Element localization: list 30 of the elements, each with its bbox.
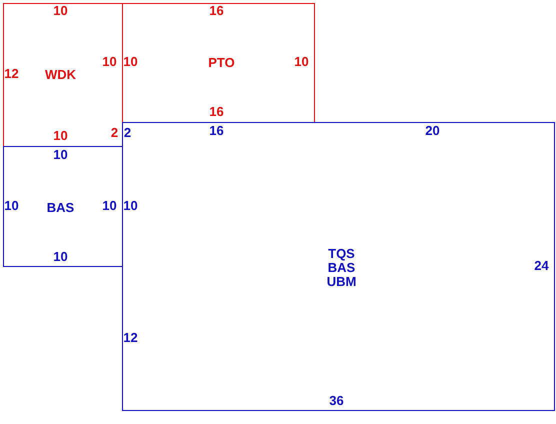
dimension-label: 24: [534, 258, 549, 272]
dimension-label: 10: [4, 198, 19, 212]
dimension-label: 10: [53, 128, 68, 142]
room-outline: [122, 3, 315, 123]
dimension-label: 10: [102, 54, 117, 68]
dimension-label: 10: [123, 54, 138, 68]
dimension-label: 10: [53, 250, 68, 264]
room-label: PTO: [208, 56, 235, 70]
dimension-label: 12: [4, 66, 19, 80]
dimension-label: 16: [209, 124, 224, 138]
dimension-label: 10: [102, 198, 117, 212]
room-outline: [122, 122, 555, 411]
room-outline: [3, 3, 123, 147]
room-label: BAS: [328, 260, 356, 274]
room-label: BAS: [46, 200, 74, 214]
dimension-label: 10: [294, 54, 309, 68]
dimension-label: 36: [329, 394, 344, 408]
room-label: WDK: [44, 68, 76, 82]
room-label: TQS: [328, 246, 355, 260]
dimension-label: 10: [53, 4, 68, 18]
room-label: UBM: [326, 274, 356, 288]
dimension-label: 16: [209, 4, 224, 18]
dimension-label: 2: [124, 126, 132, 140]
room-outline: [3, 146, 123, 267]
dimension-label: 16: [209, 104, 224, 118]
dimension-label: 20: [425, 124, 440, 138]
dimension-label: 2: [110, 126, 118, 140]
dimension-label: 10: [123, 198, 138, 212]
dimension-label: 12: [123, 330, 138, 344]
dimension-label: 10: [53, 148, 68, 162]
